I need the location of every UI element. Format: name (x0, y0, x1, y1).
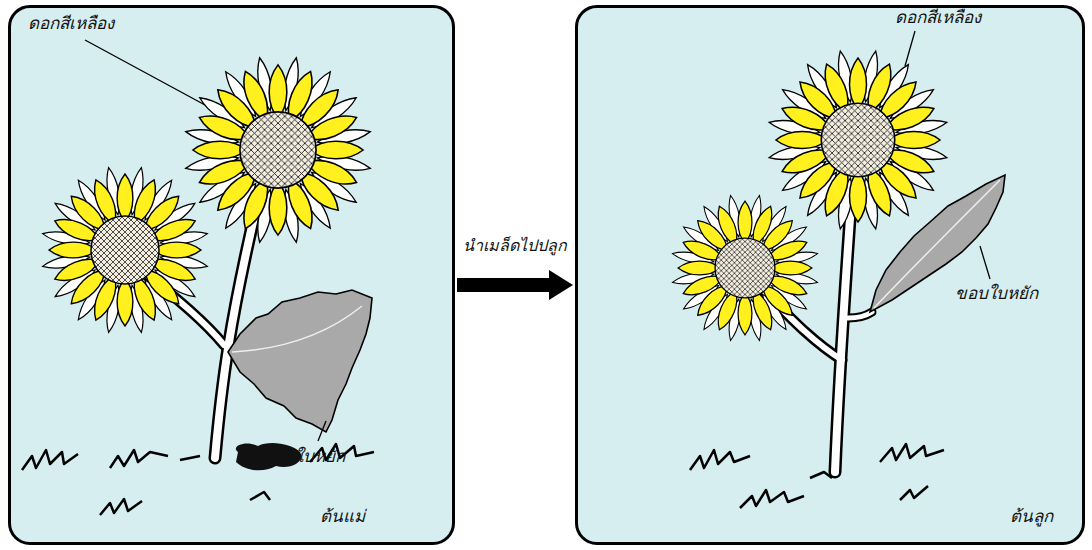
serrated-leaf (228, 290, 372, 432)
sunflower (185, 57, 372, 244)
arrow-label: นำเมล็ดไปปลูก (461, 236, 569, 257)
grass (690, 444, 944, 508)
mother-plant (22, 40, 374, 515)
plant-panel: ดอกสีเหลืองขอบใบหยักต้นแม่ (8, 5, 455, 545)
sunflower (768, 50, 948, 230)
panel-ground (8, 5, 455, 545)
sunflower (672, 195, 819, 342)
leader-line (85, 40, 326, 441)
plant-label: ต้นแม่ (320, 505, 365, 527)
plant-label: ต้นลูก (1010, 505, 1053, 527)
grass (22, 444, 374, 515)
leader-line (905, 31, 990, 279)
part-label: ดอกสีเหลือง (895, 6, 981, 28)
block-arrow (457, 278, 549, 292)
sunflower (42, 167, 209, 334)
plant-panel: ดอกสีเหลืองขอบใบหยักต้นลูก (575, 5, 1085, 545)
part-label: ขอบใบหยัก (262, 445, 345, 467)
part-label: ขอบใบหยัก (955, 282, 1038, 304)
panel-ground (575, 5, 1085, 545)
offspring-plant (672, 31, 1005, 508)
part-label: ดอกสีเหลือง (28, 12, 114, 34)
